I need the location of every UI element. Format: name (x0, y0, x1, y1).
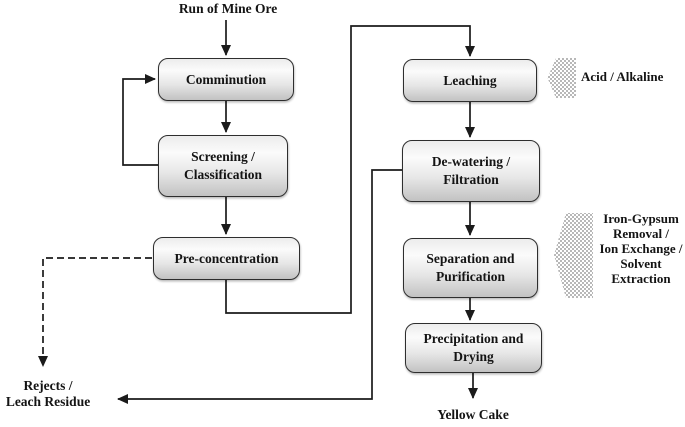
separation-callout-shape (554, 213, 593, 298)
node-dewatering-filtration: De-watering / Filtration (402, 140, 540, 202)
arrow-preconcentration-to-rejects-dashed (38, 257, 152, 367)
arrow-preconcentration-to-leaching (225, 25, 475, 314)
node-comminution: Comminution (158, 58, 294, 101)
arrow-screening-recycle-to-comminution (122, 74, 158, 166)
source-label: Run of Mine Ore (178, 1, 278, 16)
arrow-dewatering-to-rejects (117, 169, 402, 404)
acid-callout-shape (547, 58, 576, 98)
node-screening-classification: Screening / Classification (158, 135, 288, 197)
node-separation-purification: Separation and Purification (403, 238, 538, 298)
annotation-acid-alkaline: Acid / Alkaline (581, 69, 664, 84)
node-preconcentration: Pre-concentration (153, 237, 300, 280)
node-leaching: Leaching (403, 59, 537, 102)
annotation-separation-methods: Iron-Gypsum Removal / Ion Exchange / Sol… (599, 211, 683, 286)
output-yellow-cake-label: Yellow Cake (437, 407, 509, 422)
node-precipitation-drying: Precipitation and Drying (405, 323, 542, 373)
output-rejects-label: Rejects / Leach Residue (5, 378, 91, 409)
